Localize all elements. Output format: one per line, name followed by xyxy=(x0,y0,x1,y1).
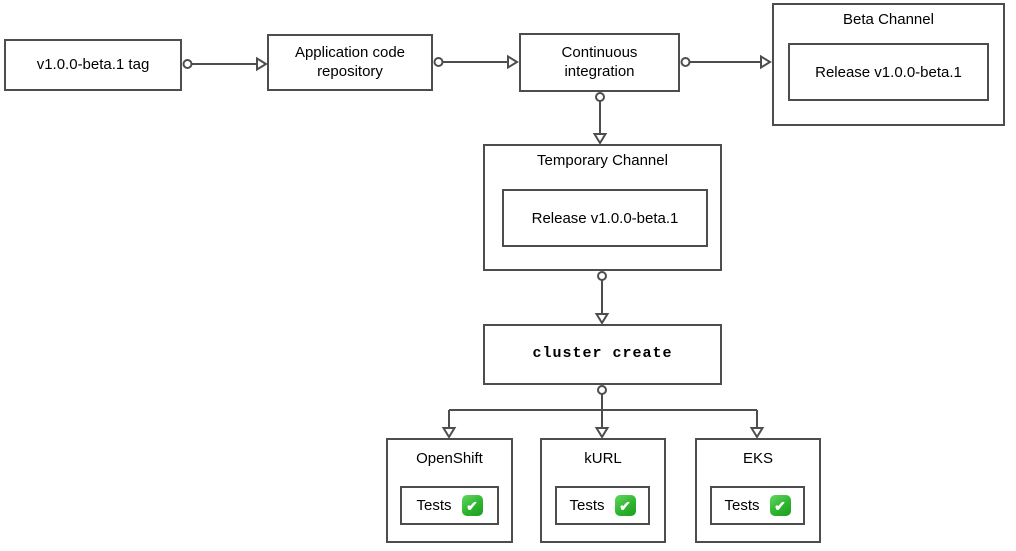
cluster-create-label: cluster create xyxy=(532,345,673,363)
openshift-title: OpenShift xyxy=(416,450,483,467)
node-cluster-create: cluster create xyxy=(483,324,722,385)
node-continuous-integration: Continuous integration xyxy=(519,33,680,92)
eks-title: EKS xyxy=(742,450,773,467)
node-kurl: kURL Tests ✔ xyxy=(540,438,666,543)
kurl-tests-label: Tests xyxy=(569,497,605,514)
temporary-channel-release-label: Release v1.0.0-beta.1 xyxy=(531,209,679,227)
beta-channel-release-box: Release v1.0.0-beta.1 xyxy=(788,43,989,101)
connector-app-repo-to-ci xyxy=(433,54,519,70)
eks-tests-label: Tests xyxy=(724,497,760,514)
connector-temp-channel-to-cluster-create xyxy=(594,271,610,325)
kurl-title: kURL xyxy=(584,450,622,467)
eks-tests-box: Tests ✔ xyxy=(710,486,805,525)
beta-channel-release-label: Release v1.0.0-beta.1 xyxy=(815,63,962,81)
success-check-icon: ✔ xyxy=(769,495,791,516)
node-temporary-channel: Temporary Channel Release v1.0.0-beta.1 xyxy=(483,144,722,271)
kurl-tests-box: Tests ✔ xyxy=(555,486,650,525)
node-version-tag: v1.0.0-beta.1 tag xyxy=(4,39,182,91)
node-eks: EKS Tests ✔ xyxy=(695,438,821,543)
connector-ci-to-beta-channel xyxy=(680,54,772,70)
node-openshift: OpenShift Tests ✔ xyxy=(386,438,513,543)
success-check-icon: ✔ xyxy=(614,495,636,516)
connector-ci-to-temp-channel xyxy=(592,92,608,145)
openshift-tests-box: Tests ✔ xyxy=(400,486,499,525)
success-check-icon: ✔ xyxy=(461,495,483,516)
version-tag-label: v1.0.0-beta.1 tag xyxy=(36,55,150,73)
beta-channel-title: Beta Channel xyxy=(843,11,934,28)
application-code-repository-label: Application code repository xyxy=(294,43,406,80)
temporary-channel-release-box: Release v1.0.0-beta.1 xyxy=(502,189,708,247)
temporary-channel-title: Temporary Channel xyxy=(537,152,668,169)
openshift-tests-label: Tests xyxy=(416,497,452,514)
node-beta-channel: Beta Channel Release v1.0.0-beta.1 xyxy=(772,3,1005,126)
connector-tag-to-app-repo xyxy=(182,56,268,72)
continuous-integration-label: Continuous integration xyxy=(561,43,638,80)
connector-cluster-create-to-clusters xyxy=(441,385,765,439)
node-application-code-repository: Application code repository xyxy=(267,34,433,91)
